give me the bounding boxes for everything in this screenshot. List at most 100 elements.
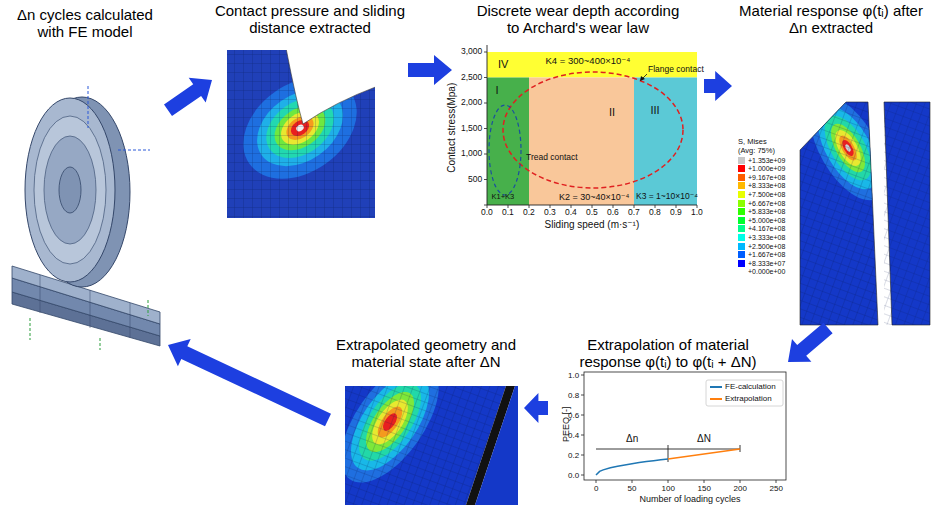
mises-contour-part <box>800 102 878 325</box>
legend-swatch <box>738 208 745 215</box>
interval-label: Δn <box>626 433 638 445</box>
axis-tick-label: 100 <box>662 484 675 493</box>
legend-label: FE-calculation <box>725 383 776 391</box>
axis-tick-label: 0.9 <box>670 208 682 218</box>
legend-label: +1.353e+09 <box>748 157 785 164</box>
step-box: Extrapolation of material response φ(tᵢ)… <box>548 334 788 506</box>
contact-pressure-plot <box>224 48 378 218</box>
axis-tick-label: 250 <box>770 484 783 493</box>
peeq-chart-part <box>584 372 786 480</box>
legend-swatch <box>738 174 745 181</box>
axis-tick-label: 500 <box>468 175 482 185</box>
step-heading: Extrapolation of material response φ(tᵢ)… <box>558 334 778 371</box>
step-heading: Discrete wear depth according to Archard… <box>471 0 686 37</box>
wear-map-chart-part <box>489 105 521 195</box>
step-box: Δn cycles calculated with FE model <box>2 4 168 352</box>
region-annotation: III <box>651 104 660 117</box>
axis-tick-label: 0.5 <box>586 208 598 218</box>
legend-label: +1.667e+08 <box>748 251 785 258</box>
region-annotation: I <box>496 84 499 97</box>
fe-model-part <box>25 98 115 282</box>
axis-tick-label: 3,000 <box>461 47 482 57</box>
axis-tick-label: 200 <box>734 484 747 493</box>
region-annotation: K3 = 1~10×10⁻⁴ <box>636 192 698 202</box>
contour-legend-label: (Avg: 75%) <box>738 147 775 156</box>
mises-contour <box>795 84 930 330</box>
axis-tick-label: 0.7 <box>628 208 640 218</box>
axis-tick-label: 0.0 <box>481 208 493 218</box>
wear-map-chart-part <box>484 52 487 205</box>
legend-label: +9.167e+08 <box>748 174 785 181</box>
peeq-chart-part <box>596 480 776 483</box>
wear-map-chart-part <box>640 76 645 81</box>
legend-swatch <box>738 243 745 250</box>
region-annotation: Flange contact <box>648 65 704 75</box>
fe-model-part <box>30 318 31 340</box>
legend-swatch <box>738 260 745 267</box>
axis-tick-label: 150 <box>698 484 711 493</box>
contact-pressure-plot-part-part <box>286 50 375 124</box>
contour-legend-label: +0.000e+00 <box>748 268 785 276</box>
axis-tick-label: 1.0 <box>568 371 579 380</box>
legend-swatch <box>738 200 745 207</box>
legend-label: +6.667e+08 <box>748 200 785 207</box>
step-box: Discrete wear depth according to Archard… <box>452 0 704 238</box>
step-box: Material response φ(tᵢ) after Δn extract… <box>732 0 930 328</box>
region-annotation: K2 = 30~40×10⁻⁴ <box>559 192 629 202</box>
peeq-chart-part <box>706 380 783 406</box>
axis-title: Sliding speed (m·s⁻¹) <box>545 219 640 231</box>
legend-swatch <box>738 157 745 164</box>
legend-label: +7.500e+08 <box>748 191 785 198</box>
peeq-chart-part <box>581 375 584 475</box>
axis-tick-label: 0.3 <box>544 208 556 218</box>
wear-map-chart-part <box>487 45 488 205</box>
region-annotation: Tread contact <box>526 153 578 163</box>
step-heading: Δn cycles calculated with FE model <box>5 4 165 41</box>
peeq-chart <box>581 372 786 483</box>
axis-tick-label: 0.2 <box>568 451 579 460</box>
legend-label: +8.333e+08 <box>748 182 785 189</box>
legend-label: +2.500e+08 <box>748 243 785 250</box>
extrapolated-contour-part <box>475 386 518 505</box>
region-annotation: K1+K3 <box>492 193 515 202</box>
peeq-chart-part <box>596 459 668 475</box>
mises-contour-part <box>884 102 930 325</box>
legend-line-sample <box>710 398 722 400</box>
legend-label: +4.167e+08 <box>748 225 785 232</box>
fe-model <box>12 86 160 350</box>
region-annotation: IV <box>498 58 508 71</box>
flow-arrow <box>788 323 833 362</box>
legend-label: Extrapolation <box>725 395 772 403</box>
axis-tick-label: 1.0 <box>691 208 703 218</box>
legend-swatch <box>738 234 745 241</box>
flow-arrow <box>168 339 331 426</box>
legend-label: +3.333e+08 <box>748 234 785 241</box>
step-heading: Extrapolated geometry and material state… <box>328 334 524 371</box>
axis-tick-label: 50 <box>628 484 637 493</box>
axis-tick-label: 2,000 <box>461 98 482 108</box>
flow-arrow <box>164 78 212 116</box>
legend-line-sample <box>710 386 722 388</box>
axis-tick-label: 0.4 <box>565 208 577 218</box>
axis-tick-label: 0.1 <box>502 208 514 218</box>
axis-tick-label: 1,500 <box>461 124 482 134</box>
fe-model-part <box>148 300 149 316</box>
fe-model-part <box>90 290 91 328</box>
legend-label: +5.000e+08 <box>748 217 785 224</box>
step-heading: Material response φ(tᵢ) after Δn extract… <box>733 0 929 37</box>
axis-title: Contact stress(Mpa) <box>446 83 458 173</box>
wear-map-chart-part <box>487 78 529 206</box>
legend-swatch <box>738 251 745 258</box>
legend-label: +1.000e+09 <box>748 165 785 172</box>
fe-model-part <box>40 275 41 313</box>
legend-swatch <box>738 217 745 224</box>
peeq-chart-part <box>668 449 740 459</box>
step-box: Extrapolated geometry and material state… <box>328 334 524 506</box>
axis-tick-label: 0.8 <box>568 391 579 400</box>
flow-arrow <box>704 71 732 101</box>
fe-model-part <box>59 167 81 213</box>
axis-tick-label: 0.2 <box>523 208 535 218</box>
axis-title: Number of loading cycles <box>640 494 741 504</box>
wear-map-chart-part <box>503 72 683 188</box>
